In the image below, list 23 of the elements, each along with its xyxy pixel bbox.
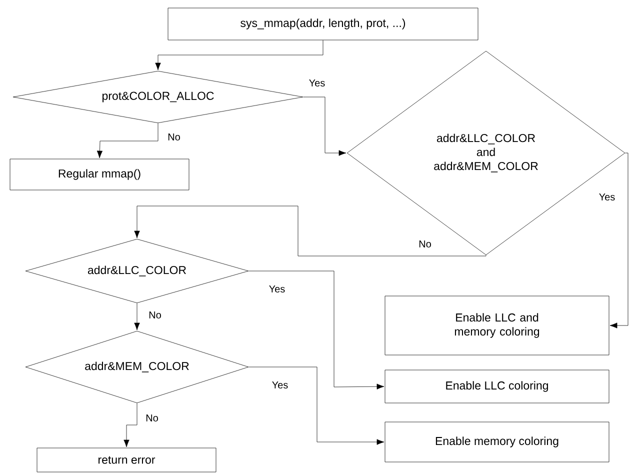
arrow [124, 403, 138, 448]
process-box: sys_mmap(addr, length, prot, ...) [168, 8, 478, 40]
process-box: Regular mmap() [10, 158, 190, 190]
arrow [303, 96, 346, 156]
arrow [155, 40, 324, 70]
process-box: Enable LLC coloring [384, 370, 610, 404]
edge-label: Yes [598, 192, 616, 202]
edge-label: Yes [308, 78, 326, 88]
edge-label: No [148, 310, 162, 320]
arrow [134, 303, 140, 330]
arrow [96, 123, 158, 158]
edge-label: No [144, 414, 160, 422]
arrow [248, 270, 384, 390]
arrow [610, 152, 628, 328]
edge-label: No [418, 240, 432, 248]
edge-label: No [166, 132, 182, 142]
process-box: return error [36, 448, 216, 472]
edge-label: Yes [270, 380, 290, 390]
process-box: Enable LLC and memory coloring [384, 296, 610, 356]
arrow [134, 206, 486, 256]
arrow [248, 366, 384, 445]
edge-label: Yes [268, 284, 286, 294]
process-box: Enable memory coloring [384, 422, 610, 462]
